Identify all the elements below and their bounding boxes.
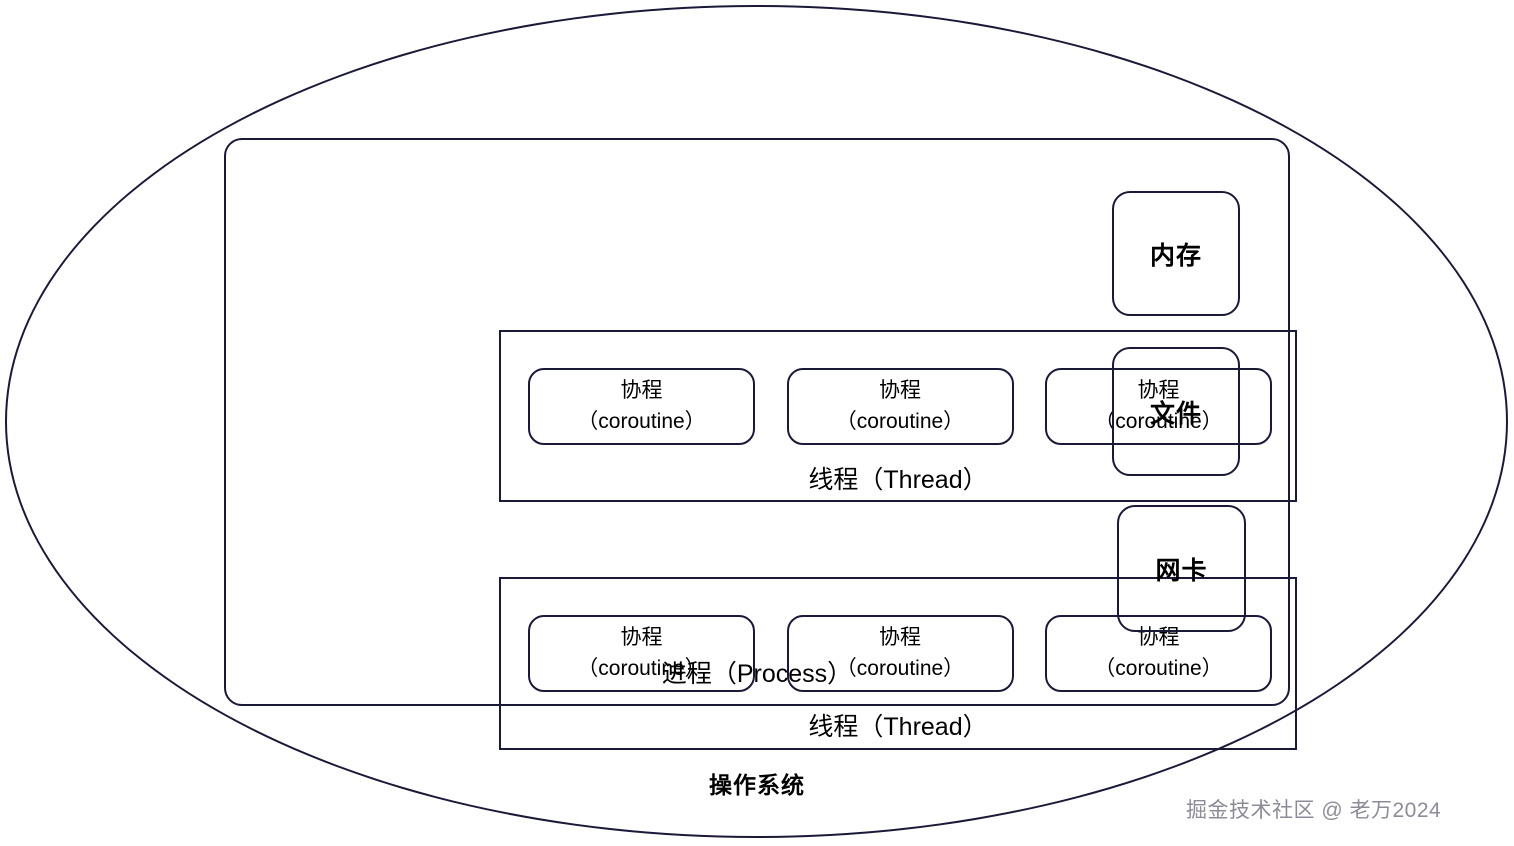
coroutine-row-2: 协程 （coroutine） 协程 （coroutine） 协程 （corout… — [528, 615, 1272, 692]
thread-label-2: 线程（Thread） — [808, 713, 988, 741]
resource-label-memory: 内存 — [1149, 241, 1202, 270]
resource-box-network-card: 网卡 — [1117, 505, 1246, 632]
coroutine-box-1-3: 协程 （coroutine） — [1045, 368, 1272, 445]
process-label: 进程（Process） — [661, 660, 853, 688]
coroutine-row-1: 协程 （coroutine） 协程 （coroutine） 协程 （corout… — [528, 368, 1272, 445]
resource-label-file: 文件 — [1149, 399, 1202, 428]
thread-label-1: 线程（Thread） — [808, 466, 988, 494]
coroutine-label-en: （coroutine） — [835, 409, 965, 433]
coroutine-box-1-1: 协程 （coroutine） — [528, 368, 755, 445]
operating-system-ellipse — [5, 5, 1508, 838]
coroutine-label-cn: 协程 — [620, 379, 663, 403]
coroutine-label-en: （coroutine） — [1094, 409, 1223, 433]
watermark-text: 掘金技术社区 @ 老万2024 — [1186, 799, 1442, 822]
thread-box-2: 协程 （coroutine） 协程 （coroutine） 协程 （corout… — [499, 577, 1297, 750]
coroutine-box-1-2: 协程 （coroutine） — [786, 368, 1014, 445]
coroutine-label-en: （coroutine） — [1094, 656, 1223, 680]
process-container: 协程 （coroutine） 协程 （coroutine） 协程 （corout… — [224, 138, 1297, 750]
coroutine-label-en: （coroutine） — [577, 656, 706, 680]
resource-box-file: 文件 — [1112, 347, 1240, 476]
coroutine-label-en: （coroutine） — [577, 409, 706, 433]
coroutine-box-2-2: 协程 （coroutine） — [786, 615, 1014, 692]
coroutine-label-cn: 协程 — [1137, 379, 1180, 403]
thread-box-1: 协程 （coroutine） 协程 （coroutine） 协程 （corout… — [499, 330, 1297, 502]
resource-box-memory: 内存 — [1112, 191, 1240, 316]
resource-label-network-card: 网卡 — [1155, 556, 1208, 585]
coroutine-box-2-1: 协程 （coroutine） — [528, 615, 755, 692]
coroutine-label-en: （coroutine） — [835, 656, 965, 680]
coroutine-label-cn: 协程 — [879, 379, 921, 403]
operating-system-label: 操作系统 — [709, 772, 805, 798]
coroutine-label-cn: 协程 — [620, 626, 663, 650]
coroutine-label-cn: 协程 — [879, 626, 921, 650]
